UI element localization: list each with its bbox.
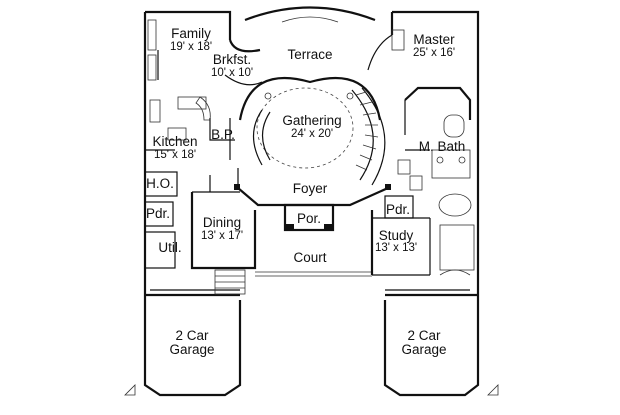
room-mbath: M. Bath: [419, 139, 466, 154]
right-wing-walls: [367, 29, 475, 276]
left-curved-stair: [252, 109, 271, 166]
room-labels: Family 19' x 18' Brkfst. 10' x 10' Terra…: [146, 26, 465, 357]
right-curved-stair: [351, 87, 386, 186]
room-pdr-right: Pdr.: [386, 202, 410, 217]
room-brkfst-dims: 10' x 10': [211, 67, 253, 79]
room-dining: Dining: [203, 215, 241, 230]
room-util: Util.: [158, 240, 181, 255]
room-kitchen-dims: 15' x 18': [154, 149, 196, 161]
room-ho: H.O.: [146, 176, 174, 191]
room-gathering: Gathering: [282, 113, 341, 128]
room-pdr-left: Pdr.: [146, 206, 170, 221]
room-gathering-dims: 24' x 20': [291, 128, 333, 140]
room-study: Study: [379, 228, 414, 243]
room-brkfst: Brkfst.: [213, 52, 251, 67]
room-garage-right-line1: 2 Car: [407, 328, 441, 343]
room-foyer: Foyer: [293, 181, 328, 196]
corner-markers: [124, 384, 499, 396]
room-master-dims: 25' x 16': [413, 47, 455, 59]
room-garage-left-line2: Garage: [169, 342, 214, 357]
room-garage-left-line1: 2 Car: [175, 328, 209, 343]
left-wing-walls: [144, 19, 263, 295]
room-bp: B.P.: [211, 127, 235, 142]
room-study-dims: 13' x 13': [375, 242, 417, 254]
center-walls: [234, 6, 391, 277]
room-family-dims: 19' x 18': [170, 41, 212, 53]
room-dining-dims: 13' x 17': [201, 230, 243, 242]
left-stair: [214, 269, 246, 295]
room-garage-right-line2: Garage: [401, 342, 446, 357]
room-terrace: Terrace: [287, 47, 332, 62]
room-court: Court: [293, 250, 326, 265]
room-por: Por.: [297, 211, 321, 226]
room-kitchen: Kitchen: [152, 134, 197, 149]
room-master: Master: [413, 32, 455, 47]
room-family: Family: [171, 26, 211, 41]
